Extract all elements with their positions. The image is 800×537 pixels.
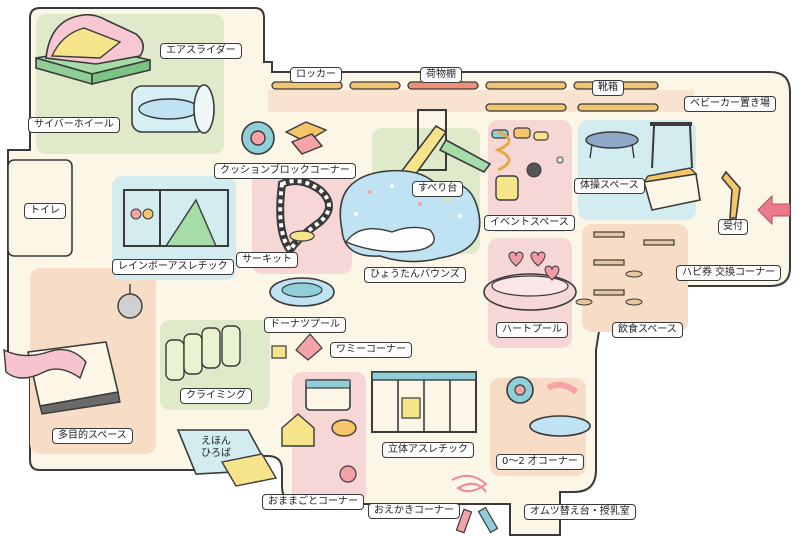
solid-athletic-icon bbox=[371, 371, 477, 433]
label-cyber-wheel[interactable]: サイバーホイール bbox=[28, 117, 120, 133]
label-playhouse-corner[interactable]: おままごとコーナー bbox=[262, 494, 364, 510]
label-heart-pool[interactable]: ハートプール bbox=[496, 322, 568, 338]
label-solid-athletic[interactable]: 立体アスレチック bbox=[382, 442, 474, 458]
rainbow-athletic-icon bbox=[123, 189, 229, 247]
cushion-block-icon bbox=[241, 121, 328, 155]
label-zero-two-corner[interactable]: 0〜2 才コーナー bbox=[496, 454, 584, 470]
label-wammy-corner[interactable]: ワミーコーナー bbox=[330, 342, 412, 358]
label-gym-space[interactable]: 体操スペース bbox=[574, 178, 645, 194]
reception-counter bbox=[721, 170, 741, 219]
dining-zone bbox=[582, 224, 688, 332]
label-reception[interactable]: 受付 bbox=[718, 219, 748, 235]
climbing-icon bbox=[165, 325, 241, 381]
heart-pool-icon bbox=[483, 251, 577, 311]
label-gourd-bounce[interactable]: ひょうたんバウンズ bbox=[364, 267, 466, 283]
label-book-corner-line1[interactable]: えほん bbox=[201, 436, 231, 447]
label-diaper-nursing[interactable]: オムツ替え台・授乳室 bbox=[524, 504, 636, 520]
label-donut-pool[interactable]: ドーナツプール bbox=[264, 317, 346, 333]
label-multipurpose[interactable]: 多目的スペース bbox=[52, 428, 133, 444]
book-corner-icon bbox=[176, 429, 278, 487]
circuit-icon bbox=[276, 177, 333, 257]
multipurpose-stage-icon bbox=[3, 284, 143, 415]
rainbow-zone bbox=[112, 176, 236, 280]
label-toilet[interactable]: トイレ bbox=[24, 203, 66, 219]
label-book-corner-line2[interactable]: ひろば bbox=[201, 448, 231, 459]
label-air-slider[interactable]: エアスライダー bbox=[160, 43, 242, 59]
label-rainbow-athletic[interactable]: レインボーアスレチック bbox=[112, 259, 234, 275]
donut-pool-icon bbox=[269, 277, 335, 307]
locker-bars bbox=[271, 81, 659, 112]
label-drawing-corner[interactable]: おえかきコーナー bbox=[368, 503, 460, 519]
label-climbing[interactable]: クライミング bbox=[180, 388, 252, 404]
drawing-icon bbox=[451, 474, 499, 534]
label-event-space[interactable]: イベントスペース bbox=[484, 215, 575, 231]
label-luggage-shelf[interactable]: 荷物棚 bbox=[420, 67, 462, 83]
event-space-icon bbox=[491, 127, 564, 201]
label-stroller-area[interactable]: ベビーカー置き場 bbox=[684, 96, 776, 112]
label-slide[interactable]: すべり台 bbox=[412, 181, 464, 197]
cyber-wheel-icon bbox=[131, 84, 215, 134]
playhouse-icon bbox=[281, 379, 357, 483]
wammy-icon bbox=[271, 333, 323, 361]
label-shoe-box[interactable]: 靴箱 bbox=[592, 80, 624, 96]
label-circuit[interactable]: サーキット bbox=[236, 252, 298, 268]
label-locker[interactable]: ロッカー bbox=[290, 67, 342, 83]
gym-space-icon bbox=[585, 122, 701, 211]
label-cushion-block[interactable]: クッションブロックコーナー bbox=[214, 163, 356, 179]
label-hapi-ticket[interactable]: ハピ券 交換コーナー bbox=[676, 265, 782, 281]
zero-two-corner-icon bbox=[506, 376, 591, 437]
label-dining-space[interactable]: 飲食スペース bbox=[612, 322, 683, 338]
entrance-arrow-icon bbox=[757, 194, 791, 226]
air-slider-icon bbox=[35, 13, 151, 86]
dining-tables-icon bbox=[575, 231, 675, 306]
